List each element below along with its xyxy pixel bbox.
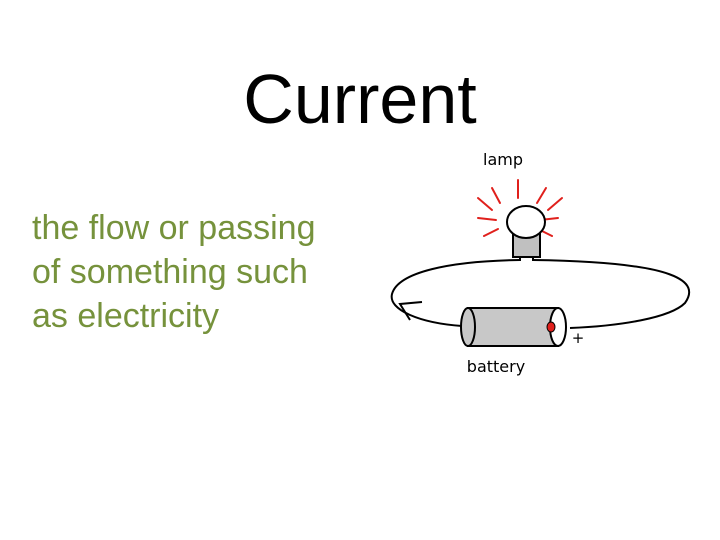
light-ray (477, 217, 497, 221)
light-ray (483, 228, 499, 237)
positive-terminal-label: + (572, 329, 585, 347)
slide-title: Current (243, 60, 477, 138)
battery-label: battery (467, 357, 525, 376)
positive-terminal (546, 321, 556, 333)
definition-line-1: the flow or passing (32, 209, 316, 247)
definition-line-2: of something such (32, 253, 308, 291)
definition-line-3: as electricity (32, 297, 220, 335)
battery-body (467, 307, 559, 347)
light-ray (477, 197, 493, 211)
lamp-bulb (506, 205, 546, 239)
circuit-diagram: lamp (390, 150, 691, 376)
light-ray (536, 187, 547, 204)
lamp-label: lamp (483, 150, 523, 169)
light-rays (477, 179, 563, 237)
definition-text: the flow or passing of something such as… (32, 206, 382, 338)
current-direction-arrow-icon (398, 301, 423, 321)
lamp-icon (506, 205, 546, 261)
battery-icon (460, 307, 567, 347)
circuit-wire (390, 259, 691, 329)
battery-end-left (460, 307, 476, 347)
light-ray (491, 187, 501, 204)
light-ray (547, 197, 563, 211)
